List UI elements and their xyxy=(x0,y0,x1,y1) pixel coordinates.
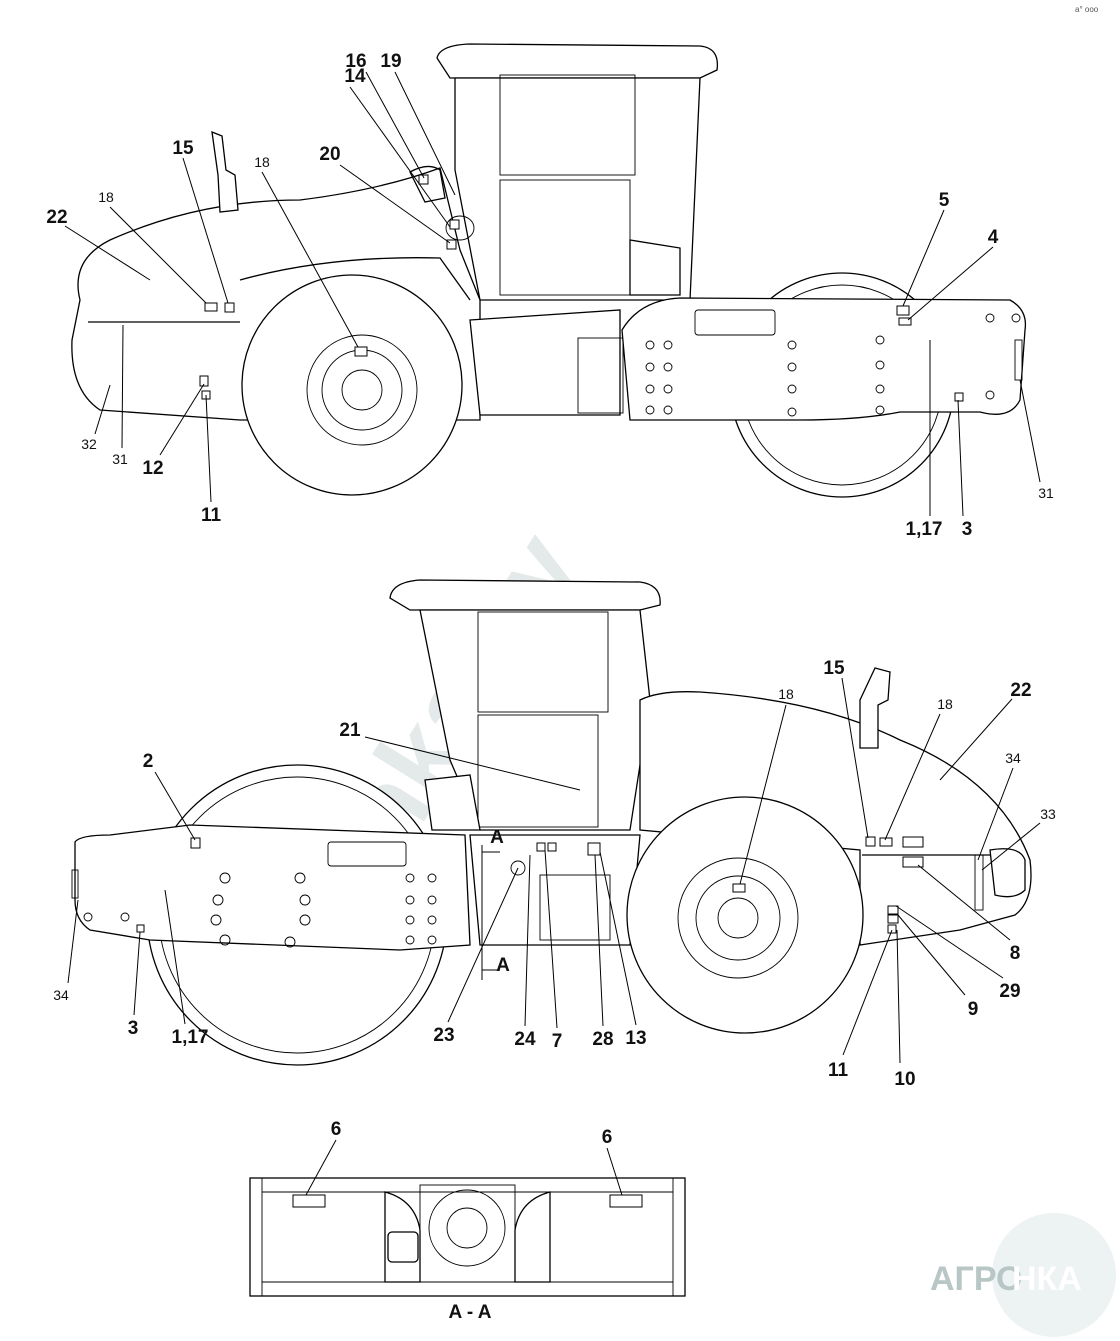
callout-31: 31 xyxy=(112,451,128,467)
callout-15: 15 xyxy=(823,658,845,679)
cab-roof xyxy=(389,579,661,611)
section-marker-a-top: A xyxy=(490,827,504,848)
callout-3: 3 xyxy=(962,519,973,540)
callout-6: 6 xyxy=(602,1127,613,1148)
callout-1-17: 1,17 xyxy=(172,1027,209,1048)
exhaust-pipe xyxy=(859,667,891,749)
callout-labels: 14 16 19 15 20 18 18 22 5 4 32 31 12 11 … xyxy=(46,51,1056,1323)
agronka-logo: АГРО НКА xyxy=(930,1213,1116,1337)
callout-33: 33 xyxy=(1040,806,1056,822)
callout-11: 11 xyxy=(201,505,222,526)
engine-hood xyxy=(639,691,1032,946)
callout-2: 2 xyxy=(143,751,154,772)
callout-28: 28 xyxy=(592,1029,613,1050)
callout-32: 32 xyxy=(81,436,97,452)
roller-side-view-right xyxy=(71,579,1032,1066)
section-a-a xyxy=(249,1177,686,1297)
corner-mark: a° ooo xyxy=(1075,5,1099,14)
callout-18: 18 xyxy=(98,189,114,205)
callout-10: 10 xyxy=(894,1069,915,1090)
callout-12: 12 xyxy=(142,458,163,479)
callout-13: 13 xyxy=(625,1028,646,1049)
callout-7: 7 xyxy=(552,1031,563,1052)
callout-24: 24 xyxy=(514,1029,536,1050)
callout-21: 21 xyxy=(339,720,361,741)
logo-text-left: АГРО xyxy=(930,1260,1023,1298)
callout-9: 9 xyxy=(968,999,979,1020)
rear-wheel xyxy=(626,796,864,1034)
cab-roof xyxy=(436,43,719,79)
callout-18: 18 xyxy=(254,154,270,170)
callout-34: 34 xyxy=(53,987,69,1003)
callout-14: 14 xyxy=(344,66,366,87)
leader-lines xyxy=(64,71,1041,1196)
logo-text-right: НКА xyxy=(1012,1260,1082,1298)
callout-5: 5 xyxy=(939,190,950,211)
cab xyxy=(419,609,651,831)
section-marker-a-bottom: A xyxy=(496,955,510,976)
callout-31: 31 xyxy=(1038,485,1054,501)
callout-20: 20 xyxy=(319,144,340,165)
callout-19: 19 xyxy=(380,51,401,72)
callout-22: 22 xyxy=(46,207,67,228)
callout-16: 16 xyxy=(345,51,366,72)
callout-34: 34 xyxy=(1005,750,1021,766)
section-title-a-a: A - A xyxy=(449,1302,492,1323)
drum-frame xyxy=(621,297,1027,421)
callout-22: 22 xyxy=(1010,680,1031,701)
callout-8: 8 xyxy=(1010,943,1021,964)
rear-wheel xyxy=(241,274,463,496)
roller-side-view-left xyxy=(71,43,1027,498)
drum-frame xyxy=(74,824,471,951)
callout-18: 18 xyxy=(778,686,794,702)
callout-1-17: 1,17 xyxy=(906,519,943,540)
callout-18: 18 xyxy=(937,696,953,712)
callout-6: 6 xyxy=(331,1119,342,1140)
exhaust-pipe xyxy=(211,130,239,213)
callout-11: 11 xyxy=(828,1060,849,1081)
callout-4: 4 xyxy=(988,227,999,248)
callout-15: 15 xyxy=(172,138,194,159)
callout-23: 23 xyxy=(433,1025,454,1046)
callout-29: 29 xyxy=(999,981,1020,1002)
callout-3: 3 xyxy=(128,1018,139,1039)
